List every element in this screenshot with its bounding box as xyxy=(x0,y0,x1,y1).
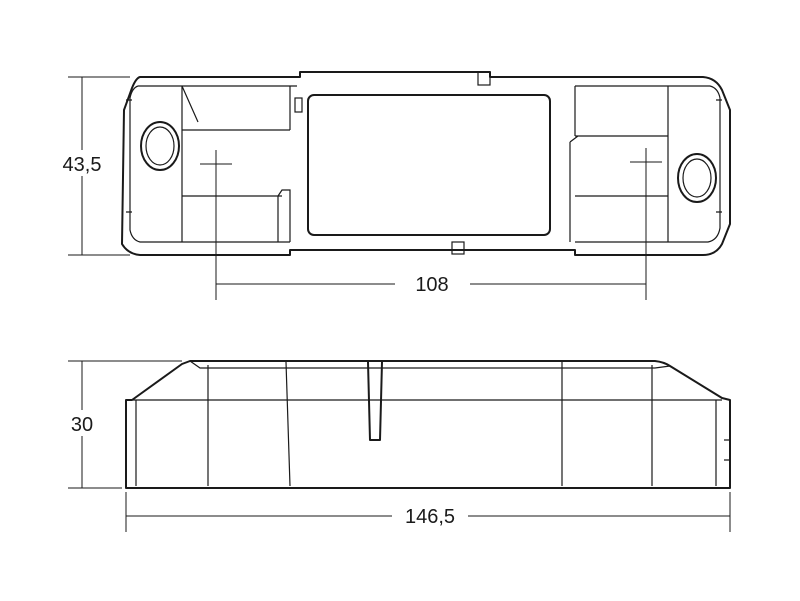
dimension-height: 30 xyxy=(62,360,182,489)
dimension-height-mask xyxy=(62,410,104,436)
side-view-outline xyxy=(125,360,731,489)
dimension-height-label: 30 xyxy=(71,414,93,436)
right-mounting-hole xyxy=(677,153,717,203)
left-end-detail xyxy=(181,85,291,242)
left-mounting-hole-inner xyxy=(145,126,175,166)
top-view xyxy=(121,71,731,256)
dimension-width: 43,5 xyxy=(58,76,130,256)
side-view-panel-lines xyxy=(207,361,653,487)
dimension-width-mask xyxy=(58,150,108,176)
right-end-detail xyxy=(569,86,669,242)
corner-notches xyxy=(126,99,722,213)
dimension-length-label: 146,5 xyxy=(405,506,455,528)
dimension-hole-spacing: 108 xyxy=(215,178,647,300)
left-mounting-hole xyxy=(140,121,180,171)
left-hole-center-mark xyxy=(200,150,232,180)
side-view-top-edge xyxy=(132,360,722,486)
right-mounting-hole-inner xyxy=(682,158,712,198)
bottom-latch xyxy=(451,241,465,255)
dimension-hole-spacing-extension xyxy=(215,178,647,300)
dimension-length-extension xyxy=(125,492,731,532)
dimension-hole-spacing-label: 108 xyxy=(415,274,448,296)
side-view-ticks xyxy=(724,439,730,461)
center-window xyxy=(307,94,551,236)
side-view xyxy=(125,360,731,489)
side-view-slot xyxy=(367,361,383,441)
top-view-inner-contour xyxy=(129,85,721,243)
window-slot xyxy=(294,97,303,113)
top-latch xyxy=(477,71,491,86)
top-view-outline xyxy=(121,71,731,256)
right-hole-center-mark xyxy=(630,148,662,178)
dimension-length: 146,5 xyxy=(125,492,731,532)
dimension-width-label: 43,5 xyxy=(63,154,102,176)
